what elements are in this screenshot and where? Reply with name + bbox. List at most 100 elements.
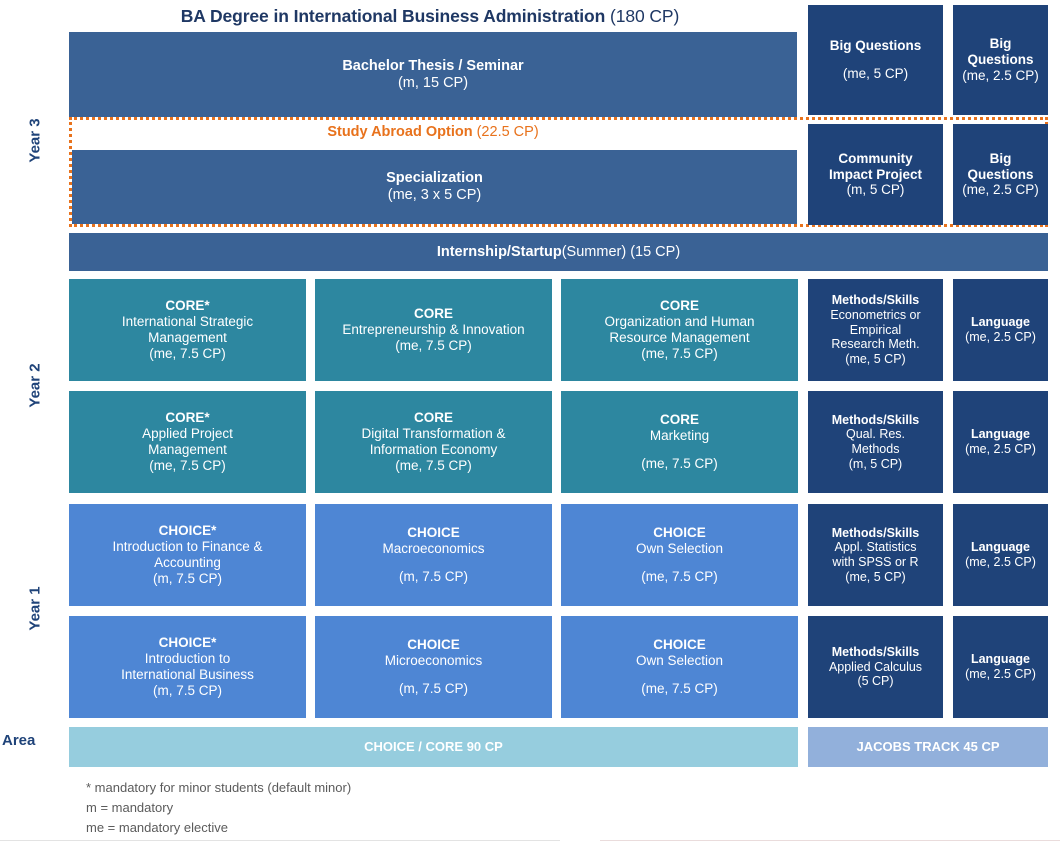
core-dt-line-2: Information Economy	[369, 442, 498, 457]
choice-own2-line-1: Own Selection	[635, 652, 724, 668]
choice-own2-head: CHOICE	[653, 636, 706, 652]
study-abroad-label: Study Abroad Option (22.5 CP)	[72, 124, 794, 140]
methods-econ-cp: (me, 5 CP)	[845, 351, 906, 366]
methods-econometrics-box[interactable]: Methods/Skills Econometrics or Empirical…	[808, 279, 943, 381]
core-ei-head: CORE	[413, 306, 453, 322]
language-box-y2r1[interactable]: Language (me, 2.5 CP)	[953, 279, 1048, 381]
methods-qualitative-research-box[interactable]: Methods/Skills Qual. Res. Methods (m, 5 …	[808, 391, 943, 493]
core-entrepreneurship-innovation-box[interactable]: CORE Entrepreneurship & Innovation (me, …	[315, 279, 552, 381]
methods-stats-head: Methods/Skills	[831, 525, 920, 540]
methods-qual-cp: (m, 5 CP)	[848, 456, 903, 471]
methods-qual-line-1: Qual. Res.	[845, 427, 906, 442]
core-apm-line-2: Management	[148, 442, 227, 457]
big-questions-2-5cp-title-1: Big	[989, 36, 1012, 52]
core-dt-head: CORE	[413, 410, 453, 426]
choice-intro-finance-accounting-box[interactable]: CHOICE* Introduction to Finance & Accoun…	[69, 504, 306, 606]
choice-own-selection-box-r1[interactable]: CHOICE Own Selection (me, 7.5 CP)	[561, 504, 798, 606]
choice-intro-international-business-box[interactable]: CHOICE* Introduction to International Bu…	[69, 616, 306, 718]
core-dt-line-1: Digital Transformation &	[361, 426, 506, 442]
big-questions-2-5cp-cp: (me, 2.5 CP)	[962, 67, 1039, 83]
language-y2r1-cp: (me, 2.5 CP)	[965, 330, 1036, 344]
big-questions-5cp-box[interactable]: Big Questions (me, 5 CP)	[808, 5, 943, 115]
footnote-1: * mandatory for minor students (default …	[86, 780, 352, 795]
choice-macro-line-1: Macroeconomics	[382, 540, 485, 556]
choice-micro-head: CHOICE	[407, 636, 460, 652]
choice-ifa-cp: (m, 7.5 CP)	[152, 570, 222, 586]
core-ei-cp: (me, 7.5 CP)	[395, 337, 472, 353]
methods-applied-statistics-box[interactable]: Methods/Skills Appl. Statistics with SPS…	[808, 504, 943, 606]
methods-qual-line-2: Methods	[851, 442, 900, 456]
core-ism-line-1: International Strategic	[121, 314, 254, 330]
core-ei-line-1: Entrepreneurship & Innovation	[342, 322, 525, 338]
footnotes: * mandatory for minor students (default …	[86, 778, 351, 838]
choice-microeconomics-box[interactable]: CHOICE Microeconomics (m, 7.5 CP)	[315, 616, 552, 718]
methods-stats-line-2: with SPSS or R	[832, 555, 919, 569]
core-dt-cp: (me, 7.5 CP)	[395, 457, 472, 473]
big-questions-2-5cp-title-2: Questions	[967, 52, 1034, 68]
big-questions-2-5cp-box-top[interactable]: Big Questions (me, 2.5 CP)	[953, 5, 1048, 115]
big-questions-2-5cp-bottom-title-1: Big	[989, 150, 1012, 166]
language-y1r2-head: Language	[970, 652, 1031, 667]
methods-calc-line-1: Applied Calculus	[828, 659, 923, 674]
choice-ifa-line-2: Accounting	[154, 555, 221, 570]
internship-label-bold: Internship/Startup	[436, 243, 562, 260]
language-box-y1r2[interactable]: Language (me, 2.5 CP)	[953, 616, 1048, 718]
bachelor-thesis-box[interactable]: Bachelor Thesis / Seminar (m, 15 CP)	[69, 32, 797, 117]
language-y2r2-cp: (me, 2.5 CP)	[965, 442, 1036, 456]
methods-calc-head: Methods/Skills	[831, 645, 920, 660]
core-mkt-line-1: Marketing	[649, 427, 710, 443]
footnote-2: m = mandatory	[86, 800, 174, 815]
core-ohrm-line-1: Organization and Human	[604, 314, 755, 330]
big-questions-2-5cp-bottom-title-2: Questions	[967, 166, 1034, 182]
internship-startup-bar[interactable]: Internship/Startup (Summer) (15 CP)	[69, 233, 1048, 271]
choice-own-selection-box-r2[interactable]: CHOICE Own Selection (me, 7.5 CP)	[561, 616, 798, 718]
area-jacobs-track-label: JACOBS TRACK 45 CP	[856, 739, 1000, 755]
community-impact-project-box[interactable]: Community Impact Project (m, 5 CP)	[808, 124, 943, 225]
language-y1r1-head: Language	[970, 540, 1031, 555]
core-ism-line-2: Management	[148, 330, 227, 345]
methods-applied-calculus-box[interactable]: Methods/Skills Applied Calculus (5 CP)	[808, 616, 943, 718]
choice-iib-line-2: International Business	[121, 667, 254, 682]
community-impact-title-2: Impact Project	[828, 166, 923, 182]
year-label-1: Year 1	[26, 586, 44, 631]
language-box-y2r2[interactable]: Language (me, 2.5 CP)	[953, 391, 1048, 493]
core-apm-head: CORE*	[165, 410, 210, 426]
big-questions-2-5cp-box-bottom[interactable]: Big Questions (me, 2.5 CP)	[953, 124, 1048, 225]
study-abroad-label-bold: Study Abroad Option	[327, 124, 473, 140]
choice-own1-line-1: Own Selection	[635, 540, 724, 556]
specialization-title: Specialization	[386, 170, 483, 187]
core-apm-cp: (me, 7.5 CP)	[149, 457, 226, 473]
study-abroad-label-credits: (22.5 CP)	[472, 124, 539, 140]
core-organization-hrm-box[interactable]: CORE Organization and Human Resource Man…	[561, 279, 798, 381]
page-title: BA Degree in International Business Admi…	[60, 6, 800, 27]
choice-iib-line-1: Introduction to	[144, 651, 231, 667]
footnote-3: me = mandatory elective	[86, 820, 228, 835]
area-jacobs-track-bar[interactable]: JACOBS TRACK 45 CP	[808, 727, 1048, 767]
core-ism-head: CORE*	[165, 298, 210, 314]
methods-calc-cp: (5 CP)	[857, 674, 894, 689]
language-box-y1r1[interactable]: Language (me, 2.5 CP)	[953, 504, 1048, 606]
methods-econ-line-2: Empirical	[849, 322, 902, 337]
core-ohrm-line-2: Resource Management	[609, 330, 750, 345]
language-y1r1-cp: (me, 2.5 CP)	[965, 555, 1036, 569]
bottom-divider-right	[600, 840, 1060, 841]
core-applied-project-management-box[interactable]: CORE* Applied Project Management (me, 7.…	[69, 391, 306, 493]
area-choice-core-bar[interactable]: CHOICE / CORE 90 CP	[69, 727, 798, 767]
choice-macroeconomics-box[interactable]: CHOICE Macroeconomics (m, 7.5 CP)	[315, 504, 552, 606]
choice-ifa-head: CHOICE*	[158, 523, 217, 539]
core-digital-transformation-box[interactable]: CORE Digital Transformation & Informatio…	[315, 391, 552, 493]
core-marketing-box[interactable]: CORE Marketing (me, 7.5 CP)	[561, 391, 798, 493]
methods-stats-line-1: Appl. Statistics	[834, 540, 917, 555]
core-international-strategic-management-box[interactable]: CORE* International Strategic Management…	[69, 279, 306, 381]
page-title-credits: (180 CP)	[605, 6, 680, 26]
methods-econ-line-3: Research Meth.	[831, 337, 920, 352]
language-y1r2-cp: (me, 2.5 CP)	[965, 667, 1036, 681]
core-ohrm-cp: (me, 7.5 CP)	[641, 345, 718, 361]
language-y2r2-head: Language	[970, 427, 1031, 442]
specialization-box[interactable]: Specialization (me, 3 x 5 CP)	[72, 150, 797, 224]
area-choice-core-label: CHOICE / CORE 90 CP	[364, 739, 503, 755]
community-impact-cp: (m, 5 CP)	[846, 182, 905, 198]
choice-micro-line-1: Microeconomics	[384, 652, 483, 668]
methods-econ-head: Methods/Skills	[831, 293, 920, 308]
